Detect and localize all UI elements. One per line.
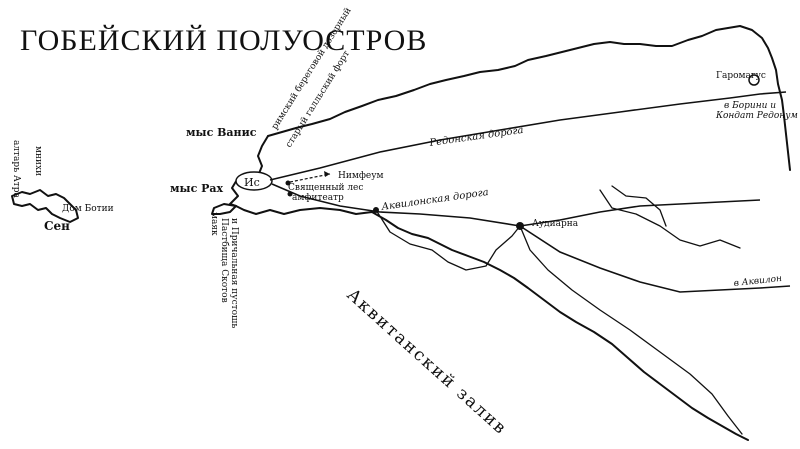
- kondat-label: Кондат Редонум: [715, 111, 798, 121]
- road-to-akvilon: [519, 225, 791, 293]
- river-2: [519, 225, 743, 435]
- is-label: Ис: [244, 176, 260, 189]
- junction-marker: [373, 207, 379, 213]
- amphitheatre-label: амфитеатр: [292, 193, 344, 203]
- lighthouse-label: маяк: [209, 212, 219, 236]
- dom-botiya-label: Дом Ботии: [62, 204, 114, 214]
- to-borinyi-label: в Борини и: [724, 101, 776, 111]
- amphitheatre-marker: [287, 191, 293, 197]
- cape-rah-label: мыс Рах: [170, 182, 224, 195]
- nymphaeum-arrow-icon: [324, 171, 330, 177]
- cape-rah-tip: [211, 203, 237, 215]
- bay-label: Аквитанский залив: [343, 285, 511, 439]
- nymphaeum-path: [289, 173, 331, 183]
- forest-label: Священный лес: [288, 183, 363, 193]
- altar-label: алтарь Атра: [11, 140, 21, 199]
- north-coastline: [267, 25, 791, 171]
- nymphaeum-label: Нимфеум: [338, 171, 384, 181]
- audiarna-marker: [516, 222, 524, 230]
- south-coastline: [235, 205, 749, 441]
- is-city-outline: [235, 171, 273, 191]
- river-3: [599, 189, 741, 249]
- cape-vanis-label: мыс Ванис: [186, 126, 257, 139]
- akvilonskaya-road-label: Аквилонская дорога: [380, 187, 489, 213]
- nymphaeum-marker: [285, 180, 291, 186]
- garomagus-marker: [748, 74, 760, 86]
- river-1: [375, 209, 521, 271]
- map-title: ГОБЕЙСКИЙ ПОЛУОСТРОВ: [20, 24, 427, 57]
- redonskaya-road: [269, 91, 787, 181]
- reef-label: и Причальная пустошь: [229, 218, 239, 328]
- river-4: [611, 185, 667, 227]
- redonskaya-road-label: Редонская дорога: [428, 125, 524, 149]
- audiarna-label: Аудиарна: [532, 219, 579, 229]
- meadow-label: Пастбища Скотов: [219, 218, 230, 303]
- garomagus-label: Гаромагус: [716, 71, 766, 81]
- mnihy-label: мнихи: [33, 146, 43, 176]
- cape-vanis-headland: [229, 135, 269, 207]
- island-label: Сен: [44, 219, 70, 233]
- sen-island: [11, 189, 79, 223]
